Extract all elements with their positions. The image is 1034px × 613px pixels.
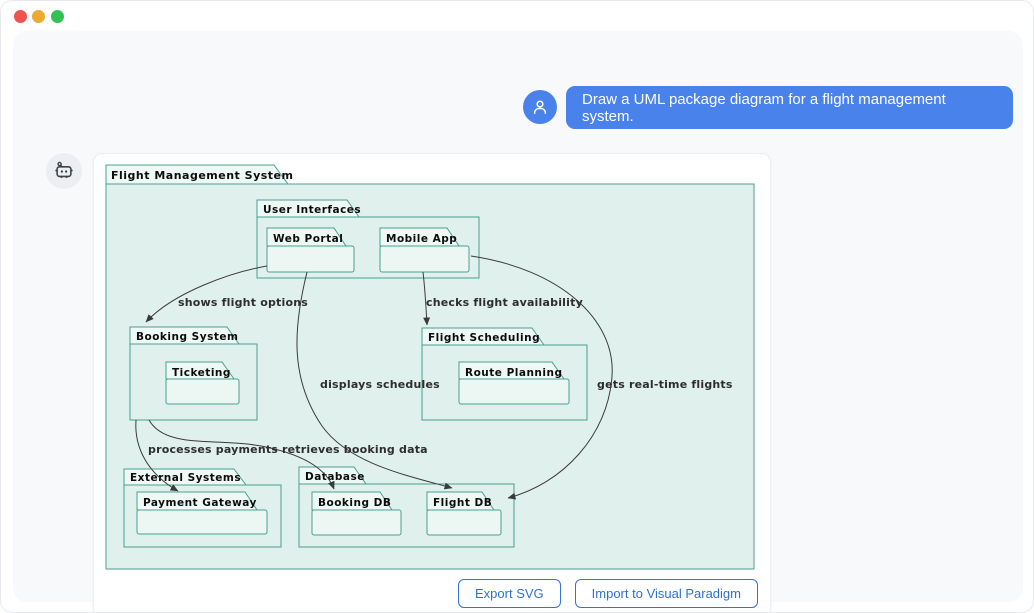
- package-booking-db: Booking DB: [311, 491, 402, 536]
- person-icon: [533, 100, 547, 114]
- uml-package-diagram: Flight Management System User Interfaces…: [105, 164, 755, 570]
- package-booking-system: Booking System Ticketing: [129, 326, 258, 421]
- export-svg-button[interactable]: Export SVG: [458, 579, 561, 608]
- edge-label: retrieves booking data: [282, 443, 428, 456]
- package-label: Booking DB: [318, 497, 391, 509]
- import-visual-paradigm-button[interactable]: Import to Visual Paradigm: [574, 579, 758, 608]
- package-label: Booking System: [136, 331, 238, 343]
- edge-webportal-bookingsystem: [145, 265, 268, 323]
- package-label: User Interfaces: [263, 204, 361, 216]
- edge-bookingsystem-bookingdb: [148, 419, 335, 490]
- package-flight-db: Flight DB: [426, 491, 502, 536]
- robot-icon: [55, 161, 73, 178]
- edge-label: displays schedules: [320, 378, 440, 391]
- bot-avatar: [46, 153, 82, 189]
- edge-mobileapp-flightdb: [470, 255, 613, 500]
- minimize-button[interactable]: [32, 10, 45, 23]
- edge-label: processes payments: [148, 443, 278, 456]
- diagram-card: Flight Management System User Interfaces…: [93, 153, 771, 612]
- package-flight-scheduling: Flight Scheduling Route Planning: [421, 327, 588, 421]
- diagram-actions: Export SVG Import to Visual Paradigm: [458, 579, 758, 608]
- package-external-systems: External Systems Payment Gateway: [123, 468, 282, 548]
- root-package-label: Flight Management System: [111, 169, 293, 182]
- package-database: Database Booking DB Flight DB: [298, 466, 515, 548]
- zoom-button[interactable]: [51, 10, 64, 23]
- diagram-edges: shows flight options checks flight avail…: [135, 255, 733, 500]
- package-ticketing: Ticketing: [165, 361, 240, 405]
- package-label: External Systems: [130, 472, 241, 484]
- package-user-interfaces: User Interfaces Web Portal Mobile App: [256, 199, 480, 279]
- user-message-text: Draw a UML package diagram for a flight …: [582, 90, 946, 125]
- edge-label: checks flight availability: [426, 296, 583, 309]
- root-package-tab: [105, 164, 289, 185]
- edge-mobileapp-flightscheduling: [422, 271, 431, 326]
- package-label: Ticketing: [172, 367, 231, 379]
- package-label: Web Portal: [273, 233, 343, 245]
- close-button[interactable]: [14, 10, 27, 23]
- package-payment-gateway: Payment Gateway: [136, 491, 268, 535]
- package-mobile-app: Mobile App: [379, 227, 470, 273]
- package-label: Database: [305, 471, 365, 483]
- package-label: Route Planning: [465, 367, 563, 379]
- user-avatar: [523, 90, 557, 124]
- content-panel: Draw a UML package diagram for a flight …: [13, 31, 1023, 612]
- package-label: Flight Scheduling: [428, 332, 540, 344]
- package-label: Mobile App: [386, 233, 457, 245]
- package-route-planning: Route Planning: [458, 361, 570, 405]
- edge-webportal-flightdb: [296, 271, 453, 490]
- edge-bookingsystem-paymentgateway: [135, 419, 179, 492]
- package-label: Flight DB: [433, 497, 492, 509]
- package-web-portal: Web Portal: [266, 227, 355, 273]
- user-message-bubble: Draw a UML package diagram for a flight …: [566, 86, 1013, 129]
- package-label: Payment Gateway: [143, 497, 257, 509]
- edge-label: gets real-time flights: [597, 378, 733, 391]
- edge-label: shows flight options: [178, 296, 308, 309]
- titlebar: [1, 1, 1033, 31]
